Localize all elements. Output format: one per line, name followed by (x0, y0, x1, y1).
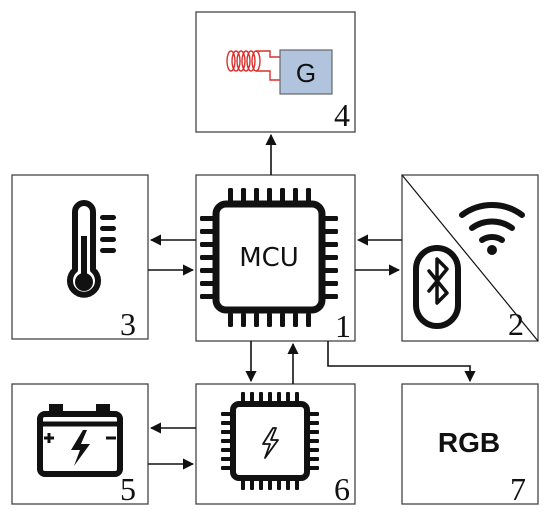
microcontroller-chip-icon (200, 188, 338, 327)
generator-block: G 4 (195, 11, 356, 133)
bluetooth-icon (413, 245, 461, 329)
diagonal-divider (401, 174, 539, 342)
coil-icon (226, 50, 280, 81)
power-chip-icon (221, 392, 319, 490)
block-number-6: 6 (334, 471, 350, 507)
temperature-block: 3 (11, 174, 149, 342)
block-number-1: 1 (335, 308, 351, 344)
rgb-label: RGB (438, 427, 500, 458)
battery-icon (37, 404, 123, 477)
generator-label: G (296, 58, 316, 88)
connection-arrows (148, 133, 476, 470)
rgb-block: RGB 7 (401, 383, 539, 507)
block-number-5: 5 (120, 471, 136, 507)
wifi-icon (459, 202, 525, 255)
block-number-7: 7 (510, 471, 526, 507)
block-number-4: 4 (334, 97, 350, 133)
power-ic-block: 6 (195, 383, 356, 507)
mcu-block: MCU 1 (195, 174, 356, 344)
mcu-label: MCU (239, 243, 299, 273)
battery-block: 5 (11, 383, 149, 507)
wireless-block: 2 (401, 174, 539, 342)
block-number-3: 3 (120, 306, 136, 342)
thermometer-icon (67, 200, 116, 298)
block-number-2: 2 (508, 306, 524, 342)
generator-icon: G (279, 49, 333, 95)
arrow-mcu-to-rgb (327, 341, 476, 383)
